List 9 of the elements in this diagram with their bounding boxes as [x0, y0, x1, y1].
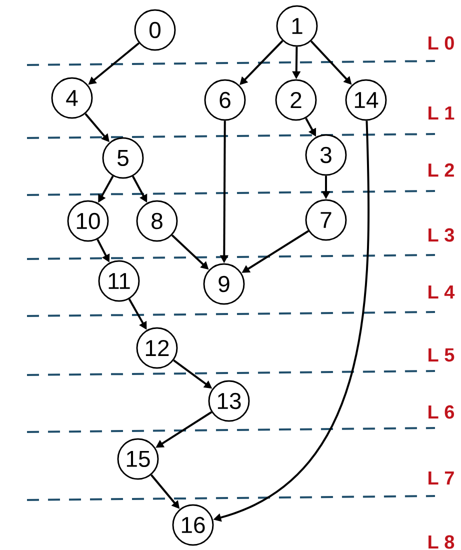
- level-label: L 8: [428, 535, 454, 549]
- level-label: L 3: [428, 228, 454, 242]
- level-label: L 1: [428, 106, 454, 120]
- level-label: L 6: [428, 405, 454, 419]
- level-label: L 7: [428, 471, 454, 485]
- level-label: L 2: [428, 163, 454, 177]
- level-label: L 4: [428, 285, 455, 299]
- level-label: L 0: [428, 36, 454, 50]
- level-label: L 5: [428, 348, 454, 362]
